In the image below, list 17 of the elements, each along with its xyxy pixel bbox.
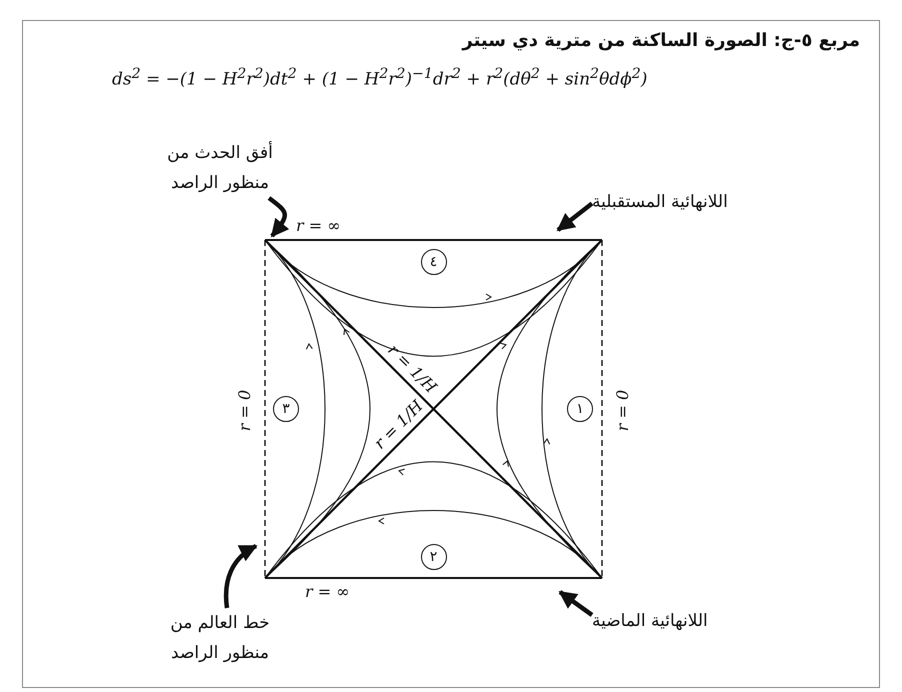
axis-label: r = 0 [234,389,254,431]
callout-text: خط العالم من منظور الراصد [150,608,290,668]
box-title: مربع ٥-ج: الصورة الساكنة من مترية دي سيتر [462,30,860,51]
region-number: ١ [567,396,593,422]
leader-arrow [556,202,594,232]
leader-arrow [558,590,594,617]
region-number: ٢ [420,544,446,570]
region-number: ٣ [273,396,299,422]
axis-label: r = 0 [612,389,632,431]
leader-arrow [224,544,258,608]
callout-text: أفق الحدث من منظور الراصد [150,138,290,198]
axis-label: r = ∞ [305,582,350,601]
axis-label: r = ∞ [296,216,341,235]
region-number: ٤ [420,249,446,275]
callout-text: اللانهائية الماضية [592,606,708,636]
callout-text: اللانهائية المستقبلية [592,187,728,217]
metric-equation: ds$^{2}$ = −(1 − H$^{2}$r$^{2}$)dt$^{2}$ + (1 − H$^{2}$r$^{2}$)$^{−1}$dr$^{2}$ + r$^{2}$(dθ$^{2}$ + sin$^{2}$θdϕ$^{2}$) [112,66,648,90]
